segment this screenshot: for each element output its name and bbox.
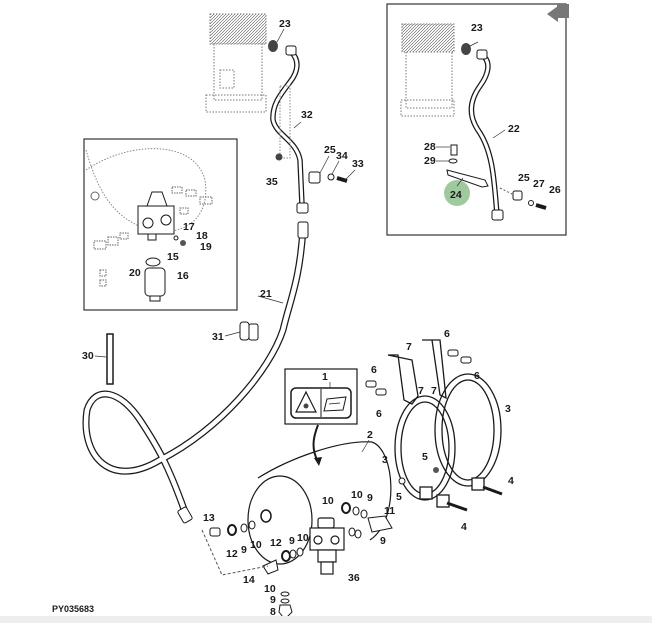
callout-10a[interactable]: 10 (250, 539, 262, 551)
callout-9b[interactable]: 9 (289, 535, 295, 547)
callout-24[interactable]: 24 (450, 189, 462, 201)
bottom-bar (0, 616, 652, 623)
callout-6c[interactable]: 6 (444, 328, 450, 340)
callout-17[interactable]: 17 (183, 221, 195, 233)
callout-4a[interactable]: 4 (508, 475, 514, 487)
callout-3b[interactable]: 3 (505, 403, 511, 415)
decal-box (284, 368, 358, 425)
callout-28[interactable]: 28 (424, 141, 436, 153)
callout-4b[interactable]: 4 (461, 521, 467, 533)
inset-regulator (83, 138, 238, 311)
pipe-nut-top (285, 45, 297, 56)
callout-30[interactable]: 30 (82, 350, 94, 362)
tank-fittings (209, 502, 393, 618)
callout-12b[interactable]: 12 (270, 537, 282, 549)
callout-31[interactable]: 31 (212, 331, 224, 343)
callout-9a[interactable]: 9 (241, 544, 247, 556)
callout-3a[interactable]: 3 (382, 454, 388, 466)
callout-7c[interactable]: 7 (431, 385, 437, 397)
pipe-nut-32 (296, 202, 309, 214)
hose-end-top (297, 221, 309, 239)
callout-21[interactable]: 21 (260, 288, 272, 300)
callout-12a[interactable]: 12 (226, 548, 238, 560)
air-tank-2 (247, 441, 392, 565)
explosion-warning-icon (295, 390, 317, 413)
callout-labels: 23 32 25 34 33 35 17 18 19 15 20 16 21 3… (82, 18, 561, 618)
callout-23-inset[interactable]: 23 (471, 22, 483, 34)
figure-id: PY035683 (52, 604, 94, 614)
valve-36 (309, 517, 345, 575)
callout-9c[interactable]: 9 (367, 492, 373, 504)
bracket-dotted (279, 85, 291, 159)
callout-20[interactable]: 20 (129, 267, 141, 279)
decal-arrow (312, 424, 319, 463)
fitting-23-main (268, 40, 278, 52)
callout-10c[interactable]: 10 (322, 495, 334, 507)
clip-31 (239, 321, 259, 341)
callout-29[interactable]: 29 (424, 155, 436, 167)
callout-36[interactable]: 36 (348, 572, 360, 584)
callout-22[interactable]: 22 (508, 123, 520, 135)
callout-11[interactable]: 11 (384, 505, 395, 517)
bolts-6 (365, 349, 472, 396)
callout-9e[interactable]: 9 (270, 594, 276, 606)
callout-10b[interactable]: 10 (297, 532, 309, 544)
callout-25[interactable]: 25 (324, 144, 336, 156)
callout-15[interactable]: 15 (167, 251, 179, 263)
bolt-33 (336, 176, 348, 183)
bolts-4 (446, 485, 503, 512)
callout-9d[interactable]: 9 (380, 535, 386, 547)
straps-3 (387, 339, 502, 508)
callout-16[interactable]: 16 (177, 270, 189, 282)
inset-alt-line (386, 3, 567, 236)
highlight-24[interactable] (444, 180, 470, 206)
callout-33[interactable]: 33 (352, 158, 364, 170)
callout-5a[interactable]: 5 (422, 451, 428, 463)
callout-26[interactable]: 26 (549, 184, 561, 196)
washer-34 (327, 173, 335, 181)
callout-14[interactable]: 14 (243, 574, 255, 586)
callout-10d[interactable]: 10 (351, 489, 363, 501)
operator-manual-icon (323, 396, 347, 412)
callout-6d[interactable]: 6 (474, 370, 480, 382)
air-compressor-main (205, 13, 267, 113)
callout-13[interactable]: 13 (203, 512, 215, 524)
nut-5a (398, 477, 406, 485)
leader-lines (94, 28, 506, 453)
callout-32[interactable]: 32 (301, 109, 313, 121)
callout-27[interactable]: 27 (533, 178, 545, 190)
nut-35 (275, 153, 283, 161)
callout-6a[interactable]: 6 (371, 364, 377, 376)
callout-6b[interactable]: 6 (376, 408, 382, 420)
dashed-leader (201, 529, 269, 576)
callout-34[interactable]: 34 (336, 150, 348, 162)
callout-7a[interactable]: 7 (406, 341, 412, 353)
callout-35[interactable]: 35 (266, 176, 278, 188)
sleeve-30 (106, 333, 114, 385)
callout-25-inset[interactable]: 25 (518, 172, 530, 184)
hose-end-bottom (177, 506, 193, 524)
callout-7b[interactable]: 7 (418, 385, 424, 397)
callout-18[interactable]: 18 (196, 230, 208, 242)
callout-5b[interactable]: 5 (396, 491, 402, 503)
callout-19[interactable]: 19 (200, 241, 212, 253)
page-corner-arrow-icon[interactable] (547, 4, 569, 22)
nut-5b (433, 467, 439, 473)
callout-2[interactable]: 2 (367, 429, 373, 441)
callout-10e[interactable]: 10 (264, 583, 276, 595)
callout-23[interactable]: 23 (279, 18, 291, 30)
clamp-25-main (308, 171, 321, 184)
callout-1[interactable]: 1 (322, 371, 328, 383)
callout-8[interactable]: 8 (270, 606, 276, 618)
